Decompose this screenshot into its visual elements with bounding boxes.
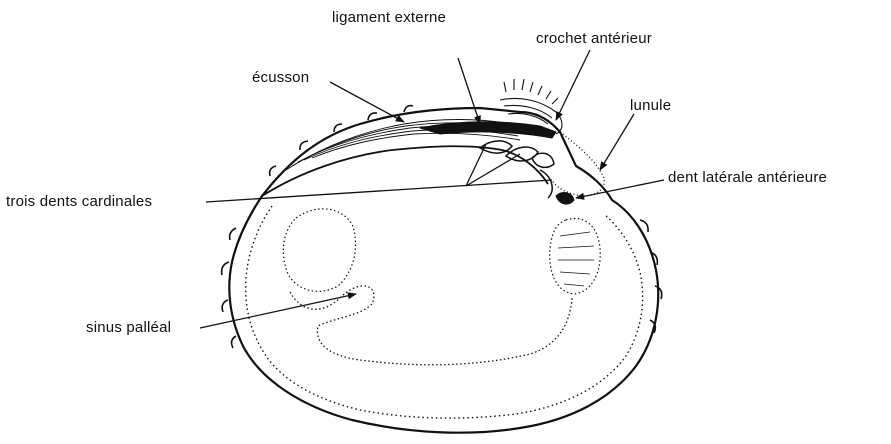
anterior-scar-hatching: [558, 232, 594, 286]
label-ecusson: écusson: [252, 70, 309, 85]
pointer-lines: [200, 50, 664, 328]
pointer-ligament: [458, 58, 480, 124]
shell-outer-outline: [229, 108, 658, 433]
anterior-muscle-scar: [550, 218, 601, 294]
label-crochet-anterieur: crochet antérieur: [536, 31, 652, 46]
label-ligament-externe: ligament externe: [332, 10, 446, 25]
lunule-region: [552, 132, 604, 196]
pointer-cardinal-main: [206, 180, 552, 202]
anterior-lateral-tooth: [556, 193, 574, 205]
label-trois-dents-cardinales: trois dents cardinales: [6, 194, 152, 209]
label-lunule: lunule: [630, 98, 671, 113]
label-sinus-palleal: sinus palléal: [86, 320, 171, 335]
pointer-ecusson: [330, 82, 404, 122]
posterior-muscle-scar: [283, 209, 355, 292]
pallial-line-sinus: [290, 286, 572, 365]
pointer-dent-laterale: [576, 180, 664, 198]
cardinal-teeth: [480, 141, 554, 198]
inner-margin-band: [246, 206, 643, 418]
pointer-crochet: [556, 50, 590, 120]
hinge-plate-edge: [262, 146, 548, 196]
shell-margin-ribs: [222, 106, 662, 348]
label-dent-laterale-anterieure: dent latérale antérieure: [668, 170, 827, 185]
pointer-lunule: [600, 114, 634, 170]
